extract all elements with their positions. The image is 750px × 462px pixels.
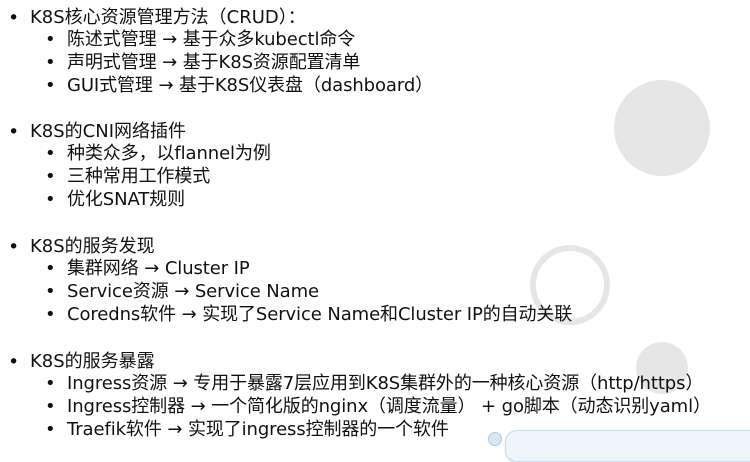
list-item-text: 集群网络 → Cluster IP	[67, 258, 250, 279]
bullet-level2: •	[45, 29, 56, 50]
bullet-level2: •	[45, 419, 56, 440]
list-item-text: Traefik软件 → 实现了ingress控制器的一个软件	[67, 419, 449, 440]
bullet-level2: •	[45, 189, 56, 210]
decorative-circle-filled	[614, 80, 710, 176]
decorative-circle-small	[636, 342, 688, 394]
bullet-level2: •	[45, 143, 56, 164]
list-item-text: 优化SNAT规则	[67, 189, 186, 210]
list-item-text: 种类众多，以flannel为例	[67, 143, 271, 164]
bullet-level2: •	[45, 52, 56, 73]
section-title: K8S的CNI网络插件	[30, 121, 187, 142]
list-item-text: Coredns软件 → 实现了Service Name和Cluster IP的自…	[67, 304, 573, 325]
section-title: K8S核心资源管理方法（CRUD）：	[30, 7, 306, 28]
bullet-level2: •	[45, 373, 56, 394]
list-item-text: 三种常用工作模式	[67, 166, 211, 187]
bullet-level2: •	[45, 75, 56, 96]
bullet-level2: •	[45, 304, 56, 325]
bullet-level2: •	[45, 396, 56, 417]
decorative-circle-ring	[530, 245, 610, 325]
section-title: K8S的服务发现	[30, 236, 155, 257]
bullet-level2: •	[45, 281, 56, 302]
list-item-text: Service资源 → Service Name	[67, 281, 319, 302]
bullet-level1: •	[8, 121, 20, 143]
slide-content: • K8S核心资源管理方法（CRUD）： • 陈述式管理 → 基于众多kubec…	[8, 7, 711, 440]
bullet-level1: •	[8, 7, 20, 29]
list-item-text: GUI式管理 → 基于K8S仪表盘（dashboard）	[67, 75, 434, 96]
bullet-level2: •	[45, 166, 56, 187]
list-item-text: 陈述式管理 → 基于众多kubectl命令	[67, 29, 356, 50]
list-item-text: Ingress资源 → 专用于暴露7层应用到K8S集群外的一种核心资源（http…	[67, 373, 704, 394]
list-item-text: 声明式管理 → 基于K8S资源配置清单	[67, 52, 361, 73]
bullet-level2: •	[45, 258, 56, 279]
list-item-text: Ingress控制器 → 一个简化版的nginx（调度流量） + go脚本（动态…	[67, 396, 711, 417]
bullet-level1: •	[8, 236, 20, 258]
bullet-level1: •	[8, 351, 20, 373]
section-title: K8S的服务暴露	[30, 351, 155, 372]
